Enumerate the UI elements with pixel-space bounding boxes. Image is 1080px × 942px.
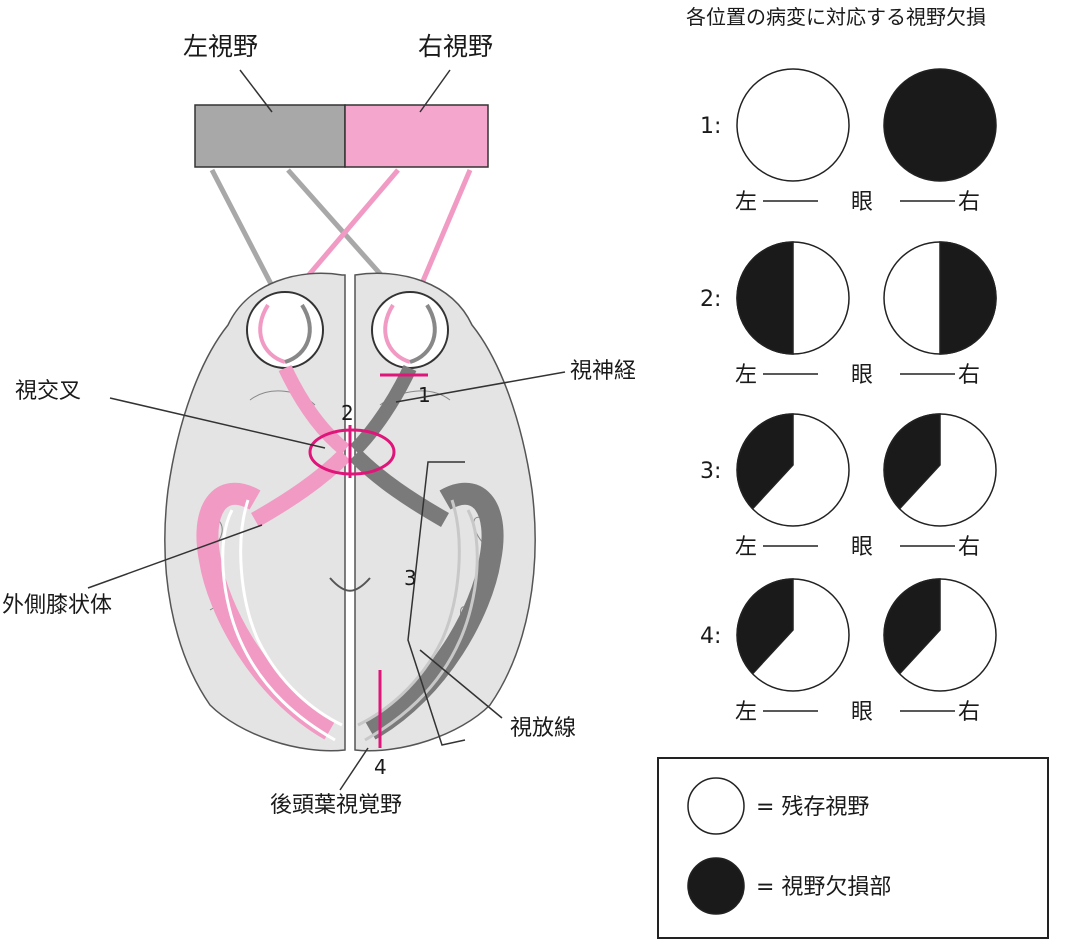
visual-field-box: 左視野 右視野 xyxy=(183,32,493,168)
right-eye-field-defect xyxy=(939,241,997,355)
visual-cortex-label: 後頭葉視覚野 xyxy=(270,793,402,818)
defect-row-1: 1: 左 眼 右 xyxy=(700,68,997,215)
left-retina-pink xyxy=(258,303,286,364)
defect-row-4: 4: 左 眼 右 xyxy=(700,578,997,725)
optic-chiasm-leader xyxy=(109,397,326,449)
lesion-3-label: 3 xyxy=(404,566,417,590)
lgn-label: 外側膝状体 xyxy=(2,593,112,618)
left-eye-field-defect xyxy=(736,413,794,510)
right-radiation-lines xyxy=(357,499,479,742)
defect-row-id: 3: xyxy=(700,459,721,484)
lesion-2-ellipse xyxy=(308,428,396,476)
lesion-3-bracket xyxy=(407,461,466,746)
right-eye-field-defect xyxy=(883,413,941,510)
left-eye-label: 左 xyxy=(735,535,757,560)
right-lgn xyxy=(364,482,504,740)
defects-title: 各位置の病変に対応する視野欠損 xyxy=(686,5,986,29)
eye-label: 眼 xyxy=(851,363,873,388)
left-eye-field-circle xyxy=(736,68,850,182)
left-field-leader xyxy=(239,69,273,113)
eye-label: 眼 xyxy=(851,190,873,215)
defect-row-3: 3: 左 眼 右 xyxy=(700,413,997,560)
left-retina-gray xyxy=(284,303,312,364)
right-eye-field-circle xyxy=(883,68,997,182)
lesion-markers: 1 2 3 4 xyxy=(308,373,466,779)
left-eye-label: 左 xyxy=(735,190,757,215)
left-eye-label: 左 xyxy=(735,700,757,725)
optic-radiation-leader xyxy=(419,649,503,719)
visual-cortex-leader xyxy=(339,747,369,791)
right-eye-field-defect xyxy=(883,578,941,675)
defects-panel: 各位置の病変に対応する視野欠損 1:左眼右2:左眼右3:左眼右4:左眼右 xyxy=(686,5,997,725)
eye-label: 眼 xyxy=(851,535,873,560)
right-visual-field-label: 右視野 xyxy=(418,32,493,61)
legend-remaining-label: = 残存視野 xyxy=(756,795,869,820)
optic-tract-left xyxy=(251,449,351,527)
optic-nerve-right xyxy=(349,365,417,455)
lesion-4-label: 4 xyxy=(374,755,387,779)
right-visual-field xyxy=(344,104,489,168)
right-eye-label: 右 xyxy=(958,700,980,725)
legend-defect-swatch xyxy=(687,857,745,915)
optic-tract-right xyxy=(349,449,449,527)
defect-row-2: 2: 左 眼 右 xyxy=(700,241,997,388)
left-eye-label: 左 xyxy=(735,363,757,388)
left-radiation-lines xyxy=(221,499,343,742)
legend-defect-label: = 視野欠損部 xyxy=(756,875,891,900)
lgn-leader xyxy=(87,524,263,589)
defect-row-id: 1: xyxy=(700,114,721,139)
optic-chiasm-label: 視交叉 xyxy=(15,379,81,404)
right-eye-label: 右 xyxy=(958,535,980,560)
optic-nerve-leader xyxy=(395,371,566,403)
lesion-2-label: 2 xyxy=(341,401,354,425)
eyes xyxy=(246,291,449,369)
lesion-1-label: 1 xyxy=(418,383,431,407)
right-eye-label: 右 xyxy=(958,190,980,215)
optic-nerve-left xyxy=(278,365,350,456)
left-eye-field-defect xyxy=(736,241,794,355)
defect-row-id: 2: xyxy=(700,287,721,312)
optic-radiation-label: 視放線 xyxy=(510,716,576,741)
optic-pathways xyxy=(196,365,504,742)
legend: = 残存視野 = 視野欠損部 xyxy=(657,757,1049,939)
defect-rows: 1:左眼右2:左眼右3:左眼右4:左眼右 xyxy=(700,68,997,725)
eye-label: 眼 xyxy=(851,700,873,725)
right-retina-pink xyxy=(383,303,411,364)
left-visual-field-label: 左視野 xyxy=(183,32,258,61)
defect-row-id: 4: xyxy=(700,624,721,649)
left-visual-field xyxy=(194,104,346,168)
anatomy-labels: 視交叉 視神経 外側膝状体 視放線 後頭葉視覚野 xyxy=(2,359,636,818)
right-eye-label: 右 xyxy=(958,363,980,388)
legend-remaining-swatch xyxy=(687,777,745,835)
right-retina-gray xyxy=(409,303,437,364)
left-lgn xyxy=(196,482,336,740)
optic-nerve-label: 視神経 xyxy=(570,359,636,384)
left-eye-field-defect xyxy=(736,578,794,675)
right-field-leader xyxy=(419,69,451,113)
cerebellum-fold xyxy=(329,577,371,592)
